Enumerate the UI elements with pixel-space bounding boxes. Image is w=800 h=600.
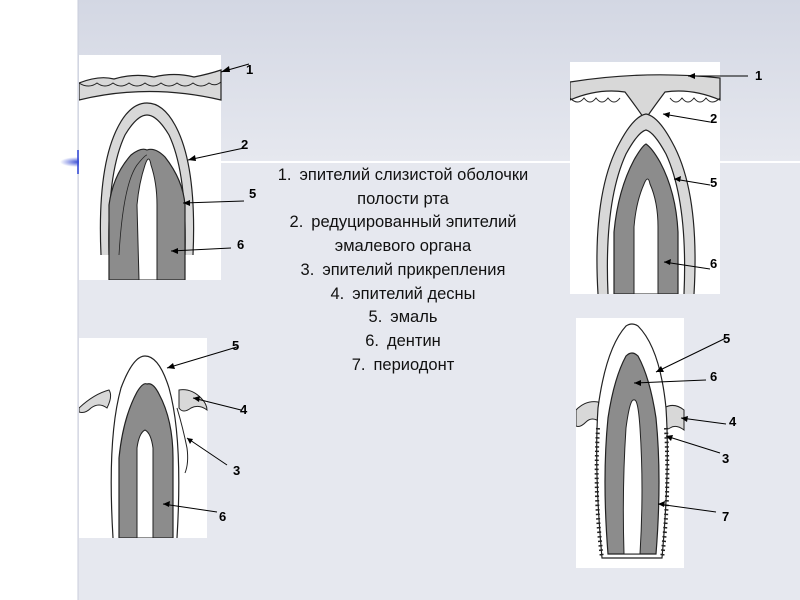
callout-label: 1 bbox=[246, 62, 253, 77]
callout-label: 4 bbox=[240, 402, 248, 417]
callout-label: 2 bbox=[710, 111, 717, 126]
callout-label: 7 bbox=[722, 509, 729, 524]
legend-item: 1.эпителий слизистой оболочки полости рт… bbox=[277, 166, 529, 208]
callout-label: 2 bbox=[241, 137, 248, 152]
callout-label: 5 bbox=[249, 186, 256, 201]
tooth-diagram-stage-2: 1 2 5 6 bbox=[570, 62, 762, 294]
legend-list: 1.эпителий слизистой оболочки полости рт… bbox=[268, 164, 538, 377]
callout-label: 1 bbox=[755, 68, 762, 83]
legend-item: 5.эмаль bbox=[368, 308, 438, 327]
legend-item: 3.эпителий прикрепления bbox=[300, 260, 506, 279]
callout-label: 4 bbox=[729, 414, 737, 429]
legend-item: 2.редуцированный эпителий эмалевого орга… bbox=[289, 213, 517, 256]
callout-label: 6 bbox=[710, 369, 717, 384]
callout-label: 5 bbox=[710, 175, 717, 190]
callout-label: 6 bbox=[219, 509, 226, 524]
callout-label: 6 bbox=[710, 256, 717, 271]
legend-item: 4.эпителий десны bbox=[330, 284, 476, 303]
callout-label: 5 bbox=[723, 331, 730, 346]
tooth-diagram-stage-4: 5 6 4 3 7 bbox=[576, 318, 737, 568]
legend-item: 7.периодонт bbox=[351, 355, 455, 374]
callout-label: 5 bbox=[232, 338, 239, 353]
tooth-diagram-stage-3: 5 4 3 6 bbox=[79, 338, 248, 538]
callout-label: 3 bbox=[233, 463, 240, 478]
callout-label: 6 bbox=[237, 237, 244, 252]
legend-item: 6.дентин bbox=[365, 331, 441, 350]
callout-label: 3 bbox=[722, 451, 729, 466]
tooth-diagram-stage-1: 1 2 5 6 bbox=[79, 55, 256, 280]
